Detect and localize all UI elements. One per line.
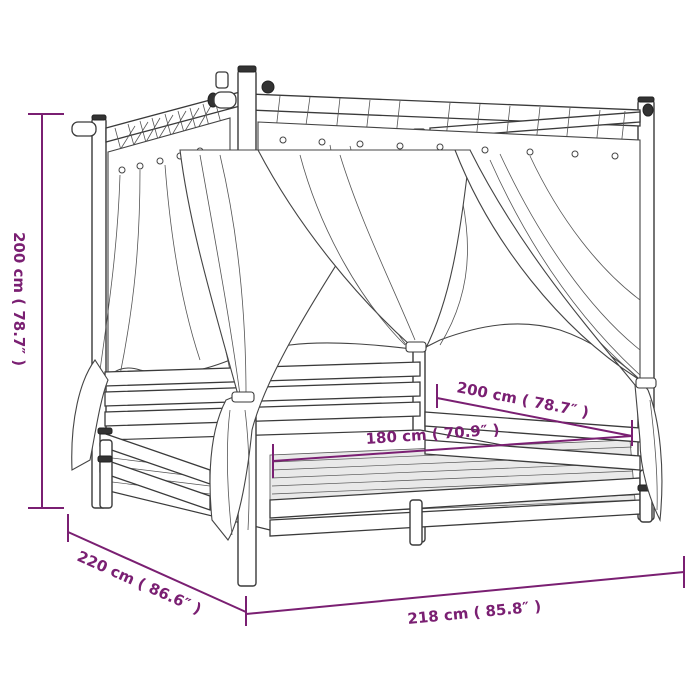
dimension-mattress-length (436, 384, 633, 446)
height-label: 200 cm ( 78.7″ ) (10, 232, 28, 366)
depth-side-label: 220 cm ( 86.6″ ) (74, 547, 204, 618)
dimension-depth-side (67, 514, 247, 626)
front-curtains (71, 149, 663, 541)
dimension-width-front (245, 556, 685, 615)
dimension-mattress-width (272, 435, 633, 478)
width-front-label: 218 cm ( 85.8″ ) (407, 597, 542, 628)
joint-cap (261, 80, 275, 94)
dimension-height (28, 113, 64, 509)
canopy-rails (105, 71, 641, 166)
